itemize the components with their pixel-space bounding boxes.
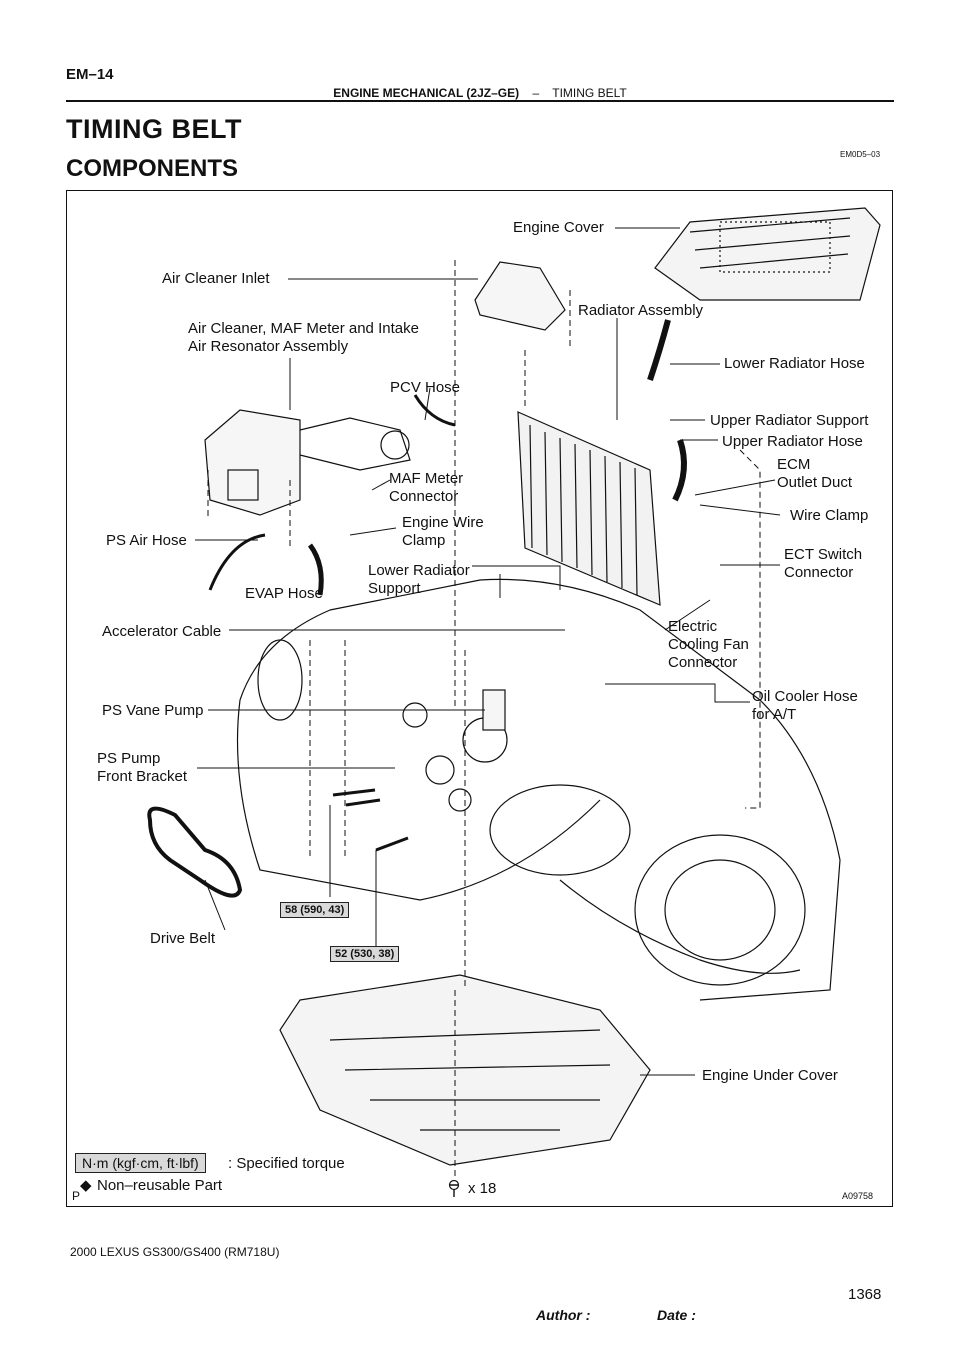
label-maf-meter-connector-line2: Connector bbox=[389, 488, 459, 505]
label-evap-hose: EVAP Hose bbox=[245, 585, 323, 602]
car-body-drawing bbox=[236, 578, 841, 1001]
label-ecm-outlet-duct-line2: Outlet Duct bbox=[777, 474, 853, 491]
lower-radiator-hose-drawing bbox=[647, 319, 671, 381]
components-illustration bbox=[147, 207, 881, 1180]
label-engine-under-cover: Engine Under Cover bbox=[702, 1067, 838, 1084]
radiator-drawing bbox=[517, 411, 661, 606]
page-title: TIMING BELT bbox=[66, 114, 242, 144]
label-ps-pump-front-bracket: PS Pump Front Bracket bbox=[97, 750, 187, 786]
bolt-icon bbox=[448, 1180, 460, 1197]
label-ps-pump-front-bracket-line1: PS Pump bbox=[97, 750, 161, 767]
evap-hose-drawing bbox=[307, 543, 324, 596]
label-air-cleaner-assembly-line1: Air Cleaner, MAF Meter and Intake bbox=[188, 320, 419, 337]
upper-radiator-hose-drawing bbox=[672, 439, 687, 502]
ps-pump-drawing bbox=[402, 689, 508, 812]
label-air-cleaner-assembly: Air Cleaner, MAF Meter and Intake Air Re… bbox=[188, 320, 419, 356]
label-lower-radiator-support: Lower Radiator Support bbox=[368, 562, 470, 598]
label-radiator-assembly: Radiator Assembly bbox=[578, 302, 704, 319]
label-drive-belt: Drive Belt bbox=[150, 930, 216, 947]
engine-under-cover-drawing bbox=[279, 974, 651, 1166]
label-electric-cooling-fan-connector-line3: Connector bbox=[668, 654, 738, 671]
label-air-cleaner-inlet: Air Cleaner Inlet bbox=[162, 270, 270, 287]
topic-title: TIMING BELT bbox=[552, 86, 627, 100]
bolt-count: x 18 bbox=[468, 1180, 497, 1197]
drive-belt-drawing bbox=[147, 806, 243, 898]
label-engine-cover: Engine Cover bbox=[513, 219, 604, 236]
date-field: Date : bbox=[657, 1307, 696, 1323]
label-oil-cooler-hose-line2: for A/T bbox=[752, 706, 797, 723]
label-electric-cooling-fan-connector: Electric Cooling Fan Connector bbox=[668, 618, 749, 672]
label-oil-cooler-hose-line1: Oil Cooler Hose bbox=[752, 688, 858, 705]
label-ect-switch-connector-line1: ECT Switch bbox=[784, 546, 863, 563]
corner-letter: P bbox=[72, 1189, 81, 1203]
label-maf-meter-connector: MAF Meter Connector bbox=[389, 470, 463, 506]
label-ecm-outlet-duct-line1: ECM bbox=[777, 456, 811, 473]
label-engine-wire-clamp: Engine Wire Clamp bbox=[402, 514, 484, 550]
label-electric-cooling-fan-connector-line1: Electric bbox=[668, 618, 718, 635]
non-reusable-diamond-icon: ◆ bbox=[80, 1177, 92, 1194]
page-number: 1368 bbox=[848, 1286, 882, 1303]
label-wire-clamp: Wire Clamp bbox=[790, 507, 869, 524]
label-air-cleaner-assembly-line2: Air Resonator Assembly bbox=[188, 338, 349, 355]
legend-torque-text: : Specified torque bbox=[228, 1155, 345, 1172]
torque-spec-bracket-bolt: 58 (590, 43) bbox=[280, 902, 350, 918]
guide-lines bbox=[207, 260, 761, 1180]
torque-spec-pump-bolt: 52 (530, 38) bbox=[330, 946, 400, 962]
header-separator: – bbox=[532, 86, 540, 100]
label-ect-switch-connector-line2: Connector bbox=[784, 564, 854, 581]
label-engine-wire-clamp-line2: Clamp bbox=[402, 532, 446, 549]
legend-non-reusable-text: Non–reusable Part bbox=[97, 1177, 223, 1194]
header-rule bbox=[66, 100, 894, 102]
author-field: Author : bbox=[536, 1307, 591, 1323]
label-pcv-hose: PCV Hose bbox=[390, 379, 461, 396]
page-id: EM–14 bbox=[66, 66, 114, 83]
figure-frame bbox=[66, 190, 893, 1207]
figure-id: A09758 bbox=[842, 1191, 874, 1201]
air-cleaner-drawing bbox=[204, 409, 411, 516]
label-oil-cooler-hose: Oil Cooler Hose for A/T bbox=[752, 688, 858, 724]
running-head: ENGINE MECHANICAL (2JZ–GE) – TIMING BELT bbox=[0, 86, 960, 100]
label-maf-meter-connector-line1: MAF Meter bbox=[389, 470, 464, 487]
label-engine-wire-clamp-line1: Engine Wire bbox=[402, 514, 484, 531]
label-lower-radiator-support-line2: Support bbox=[368, 580, 421, 597]
label-accelerator-cable: Accelerator Cable bbox=[102, 623, 222, 640]
air-cleaner-inlet-drawing bbox=[474, 261, 566, 331]
label-upper-radiator-support: Upper Radiator Support bbox=[710, 412, 869, 429]
model-footer: 2000 LEXUS GS300/GS400 (RM718U) bbox=[70, 1245, 280, 1259]
label-ecm-outlet-duct: ECM Outlet Duct bbox=[777, 456, 852, 492]
label-lower-radiator-hose: Lower Radiator Hose bbox=[724, 355, 865, 372]
label-ps-air-hose: PS Air Hose bbox=[106, 532, 187, 549]
pcv-hose-drawing bbox=[413, 394, 456, 427]
label-lower-radiator-support-line1: Lower Radiator bbox=[368, 562, 470, 579]
leader-lines bbox=[195, 227, 781, 1076]
ps-air-hose-drawing bbox=[208, 533, 266, 591]
doc-code: EM0D5–03 bbox=[840, 150, 881, 159]
page-subtitle: COMPONENTS bbox=[66, 155, 239, 182]
legend-torque-unit-box: N·m (kgf·cm, ft·lbf) bbox=[75, 1153, 206, 1173]
section-title: ENGINE MECHANICAL (2JZ–GE) bbox=[333, 86, 520, 100]
engine-cover-drawing bbox=[654, 207, 881, 301]
label-ps-pump-front-bracket-line2: Front Bracket bbox=[97, 768, 188, 785]
label-ect-switch-connector: ECT Switch Connector bbox=[784, 546, 862, 582]
label-ps-vane-pump: PS Vane Pump bbox=[102, 702, 204, 719]
label-electric-cooling-fan-connector-line2: Cooling Fan bbox=[668, 636, 749, 653]
label-upper-radiator-hose: Upper Radiator Hose bbox=[722, 433, 863, 450]
bracket-bolts-drawing bbox=[332, 788, 409, 852]
